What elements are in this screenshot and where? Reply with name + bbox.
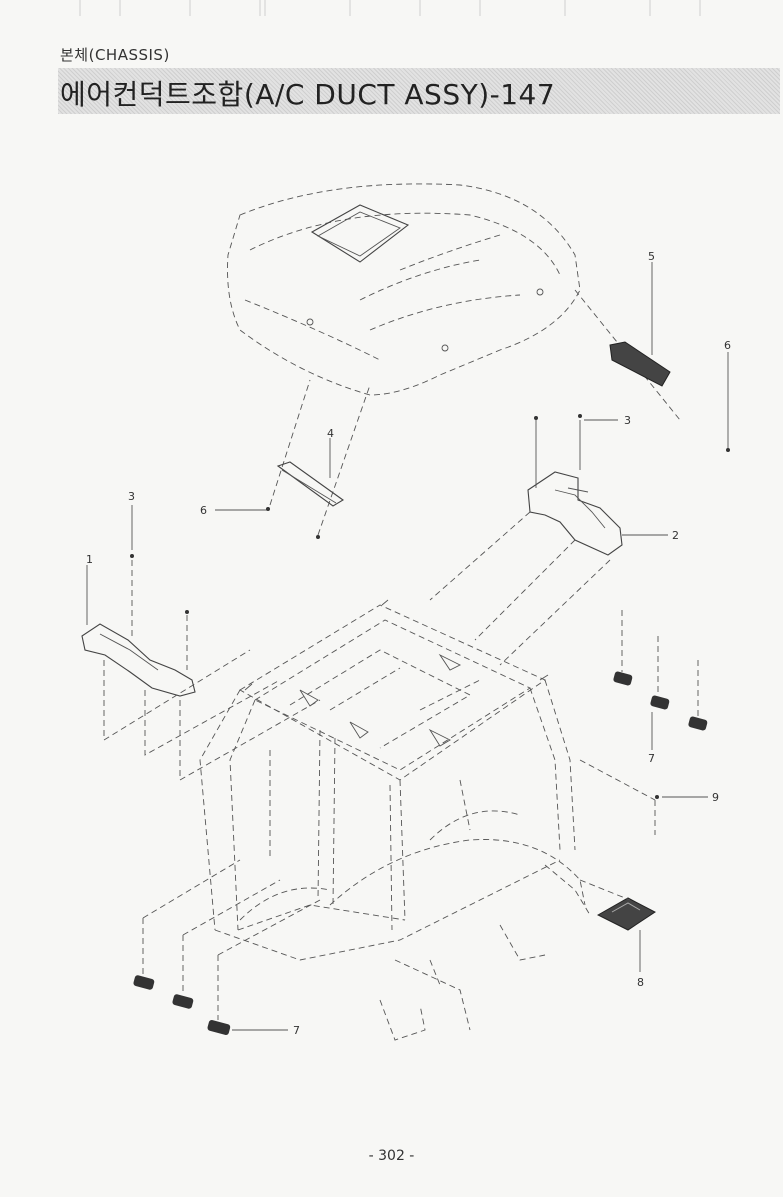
callout-4: 4 <box>327 427 334 440</box>
part-8-floor-mat <box>579 879 656 972</box>
callout-6-right: 6 <box>724 339 731 352</box>
part-4-bracket <box>269 379 371 536</box>
part-1-left-duct <box>81 505 321 781</box>
callout-3-right: 3 <box>624 414 631 427</box>
callout-9: 9 <box>712 791 719 804</box>
callout-1: 1 <box>86 553 93 566</box>
part-6-screws <box>215 352 730 539</box>
part-2-right-duct <box>429 414 668 666</box>
page-title: 에어컨덕트조합(A/C DUCT ASSY)-147 <box>60 78 556 111</box>
callout-7-right: 7 <box>648 752 655 765</box>
callout-5: 5 <box>648 250 655 263</box>
part-9-fastener <box>579 759 708 835</box>
callout-6-left: 6 <box>200 504 207 517</box>
scan-noise-strip <box>79 0 701 16</box>
roof-cover <box>227 183 581 396</box>
callout-8: 8 <box>637 976 644 989</box>
callout-3-left: 3 <box>128 490 135 503</box>
section-subtitle: 본체(CHASSIS) <box>60 46 170 64</box>
callout-2: 2 <box>672 529 679 542</box>
callout-7-left: 7 <box>293 1024 300 1037</box>
part-7-pads-left <box>133 859 321 1035</box>
title-band <box>58 68 780 114</box>
page-number: - 302 - <box>368 1148 415 1164</box>
part-5-rear-duct <box>574 262 681 421</box>
part-7-pads-right <box>613 610 708 750</box>
cab-frame <box>199 599 591 1041</box>
